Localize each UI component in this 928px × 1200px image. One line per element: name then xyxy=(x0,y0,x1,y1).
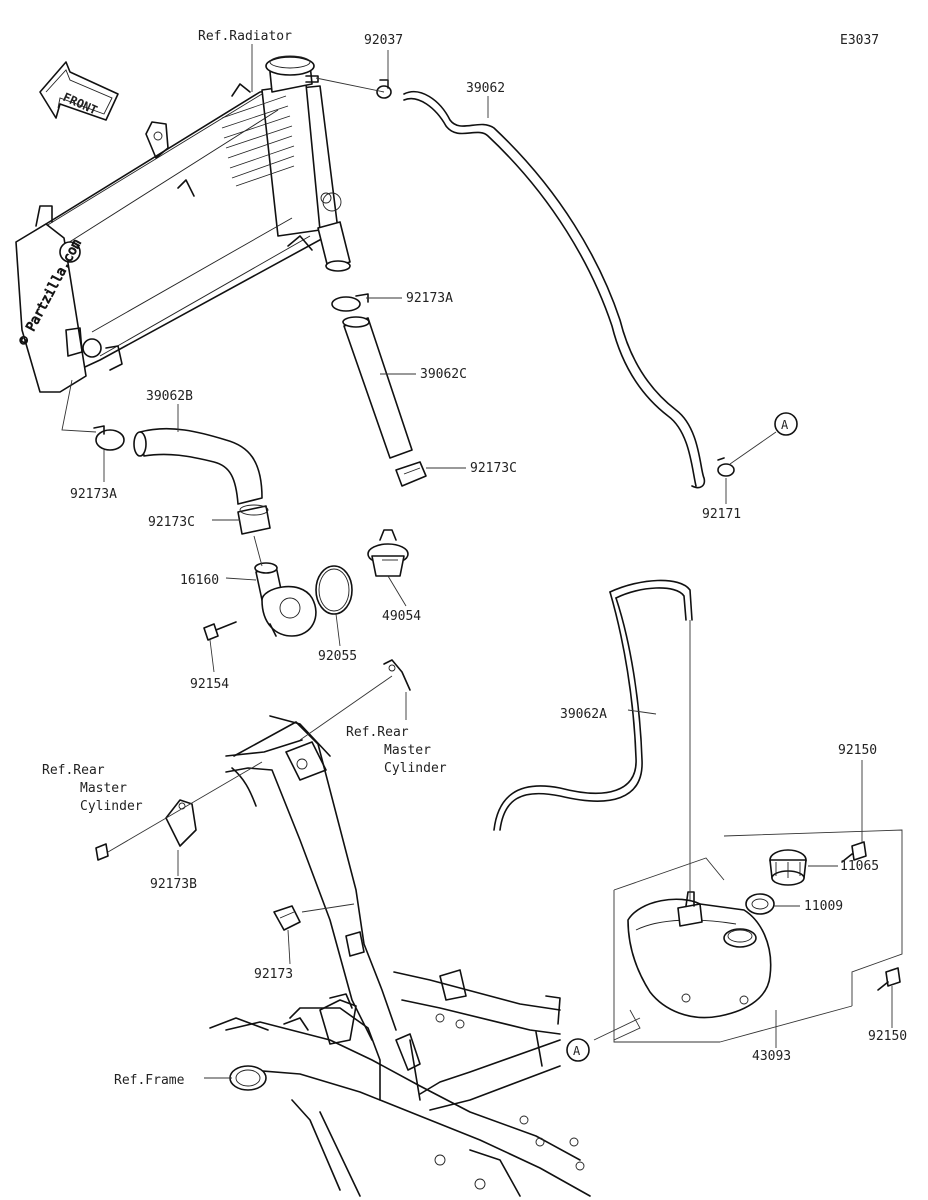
label-39062a: 39062A xyxy=(560,707,607,722)
hose-39062 xyxy=(403,90,706,489)
callout-a-lower-text: A xyxy=(573,1044,581,1058)
bolt-rear-master-left xyxy=(95,843,109,861)
label-92173a-left: 92173A xyxy=(70,487,117,502)
bolt-92150-top xyxy=(841,841,867,863)
svg-text:Ref.Rear: Ref.Rear xyxy=(42,763,105,778)
clamp-92173c-right xyxy=(395,461,427,487)
clip-92173 xyxy=(273,905,301,931)
radiator xyxy=(15,55,351,393)
clamp-92173a-left xyxy=(93,425,125,451)
bolt-92154 xyxy=(203,621,237,641)
label-92173b: 92173B xyxy=(150,877,197,892)
callout-a-lower: A xyxy=(566,1038,590,1062)
water-pump-cover-16160 xyxy=(254,562,317,637)
hose-39062b xyxy=(139,427,263,505)
svg-text:Cylinder: Cylinder xyxy=(80,799,143,814)
label-92154: 92154 xyxy=(190,677,229,692)
clamp-92173c-left xyxy=(237,504,271,535)
label-49054: 49054 xyxy=(382,609,421,624)
o-ring-92055 xyxy=(315,565,353,615)
clip-rear-master-right xyxy=(383,659,411,691)
label-11065: 11065 xyxy=(840,859,879,874)
svg-text:Master: Master xyxy=(384,743,431,758)
label-92171: 92171 xyxy=(702,507,741,522)
cap-11065 xyxy=(769,849,807,886)
label-39062: 39062 xyxy=(466,81,505,96)
label-92150-right: 92150 xyxy=(868,1029,907,1044)
svg-text:Master: Master xyxy=(80,781,127,796)
label-ref-rear-master-right: Ref.Rear Master Cylinder xyxy=(346,725,447,776)
label-92150-top: 92150 xyxy=(838,743,877,758)
label-11009: 11009 xyxy=(804,899,843,914)
svg-text:Ref.Rear: Ref.Rear xyxy=(346,725,409,740)
label-ref-rear-master-left: Ref.Rear Master Cylinder xyxy=(42,763,143,814)
bolt-92150-right xyxy=(877,967,901,991)
label-ref-radiator: Ref.Radiator xyxy=(198,29,292,44)
gasket-11009 xyxy=(745,893,775,915)
front-arrow-icon: FRONT xyxy=(39,61,119,121)
diagram-id: E3037 xyxy=(840,33,879,48)
label-92173c-left: 92173C xyxy=(148,515,195,530)
label-92173: 92173 xyxy=(254,967,293,982)
thermostat-49054 xyxy=(367,529,409,577)
clamp-92173a-top xyxy=(331,293,369,312)
svg-text:Cylinder: Cylinder xyxy=(384,761,447,776)
reservoir-tank-43093 xyxy=(627,891,772,1019)
clamp-92171 xyxy=(717,457,735,477)
frame xyxy=(209,715,591,1197)
label-92055: 92055 xyxy=(318,649,357,664)
hose-39062a xyxy=(609,579,693,621)
hose-39062c xyxy=(343,317,413,459)
label-39062b: 39062B xyxy=(146,389,193,404)
label-92173a-top: 92173A xyxy=(406,291,453,306)
leader-lines xyxy=(61,44,893,1079)
label-92173c-right: 92173C xyxy=(470,461,517,476)
label-92037: 92037 xyxy=(364,33,403,48)
bracket-92173b xyxy=(165,799,197,847)
label-ref-frame: Ref.Frame xyxy=(114,1073,185,1088)
label-43093: 43093 xyxy=(752,1049,791,1064)
label-16160: 16160 xyxy=(180,573,219,588)
clamp-92037 xyxy=(376,79,392,99)
callout-a-upper-text: A xyxy=(781,418,789,432)
callout-a-upper: A xyxy=(774,412,798,436)
label-39062c: 39062C xyxy=(420,367,467,382)
